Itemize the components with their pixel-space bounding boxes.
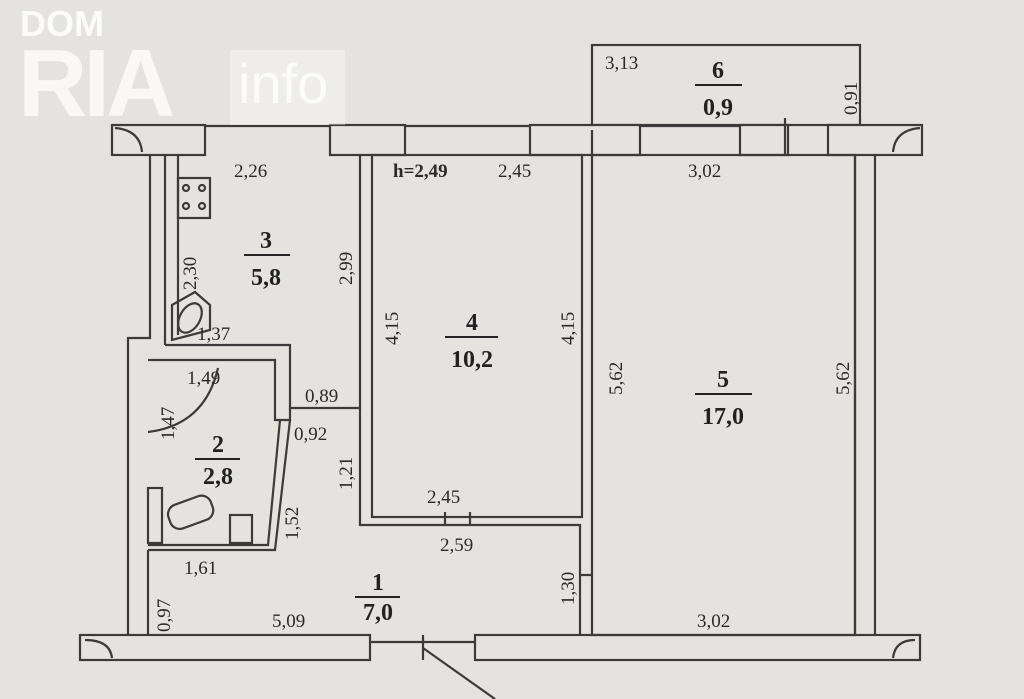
room-label-2: 2 2,8 — [195, 432, 240, 490]
svg-text:5: 5 — [717, 367, 729, 393]
dim: 3,02 — [697, 611, 730, 632]
svg-text:2,8: 2,8 — [203, 464, 233, 490]
dim: 2,26 — [234, 161, 267, 182]
toilet-icon — [166, 494, 215, 531]
dim: 4,15 — [558, 312, 579, 345]
dim: 2,45 — [427, 487, 460, 508]
dim: 1,47 — [158, 407, 179, 440]
room-label-6: 6 0,9 — [695, 58, 742, 121]
watermark-ria: RIA — [18, 30, 175, 137]
room-4-walls — [370, 153, 584, 519]
watermark-info: info — [238, 52, 329, 115]
sink-icon — [170, 290, 212, 342]
svg-text:1: 1 — [372, 570, 384, 596]
dim: 1,37 — [197, 324, 230, 345]
ceiling-height-label: h=2,49 — [393, 161, 448, 182]
dim: 5,09 — [272, 611, 305, 632]
dim: 0,97 — [154, 599, 175, 632]
washbasin-icon — [228, 513, 254, 545]
room-2-walls — [148, 358, 292, 547]
dim: 2,45 — [498, 161, 531, 182]
svg-text:3: 3 — [260, 228, 272, 254]
room-label-1: 1 7,0 — [355, 570, 400, 626]
bathtub-icon — [146, 486, 164, 545]
watermark-dom: DOM — [20, 3, 104, 44]
top-wall — [110, 123, 924, 157]
svg-text:6: 6 — [712, 58, 724, 84]
room-1-walls — [148, 419, 292, 552]
dim: 1,21 — [336, 457, 357, 490]
dim: 1,30 — [558, 572, 579, 605]
dim: 5,62 — [606, 362, 627, 395]
dim: 3,13 — [605, 53, 638, 74]
dim: 0,91 — [841, 82, 862, 115]
svg-text:0,9: 0,9 — [703, 95, 733, 121]
dimension-labels: 2,26 2,30 2,99 1,37 1,49 1,47 0,89 0,9 2 … — [154, 53, 862, 632]
dim: 4,15 — [382, 312, 403, 345]
room-label-3: 3 5,8 — [244, 228, 290, 291]
svg-text:5,8: 5,8 — [251, 265, 281, 291]
dim: 5,62 — [833, 362, 854, 395]
svg-text:10,2: 10,2 — [451, 347, 493, 373]
right-wall — [853, 155, 877, 635]
svg-text:17,0: 17,0 — [702, 404, 744, 430]
left-outer-wall — [126, 155, 152, 640]
dim: 0,89 — [305, 386, 338, 407]
dim: 1,61 — [184, 558, 217, 579]
stove-icon — [176, 176, 212, 220]
bottom-wall — [78, 633, 922, 699]
room-5-walls — [590, 153, 857, 637]
dim: 2,59 — [440, 535, 473, 556]
svg-text:7,0: 7,0 — [363, 600, 393, 626]
dim: 2,30 — [180, 257, 201, 290]
watermark-box — [230, 50, 345, 125]
room-label-5: 5 17,0 — [695, 367, 752, 430]
door-swing-icon — [147, 367, 220, 434]
svg-text:4: 4 — [466, 310, 478, 336]
room-label-4: 4 10,2 — [445, 310, 498, 373]
dim: 2,99 — [336, 252, 357, 285]
dim: 3,02 — [688, 161, 721, 182]
dim: 1,52 — [282, 507, 303, 540]
dim: 0,92 — [294, 424, 327, 445]
dim: 1,49 — [187, 368, 220, 389]
svg-text:2: 2 — [212, 432, 224, 458]
